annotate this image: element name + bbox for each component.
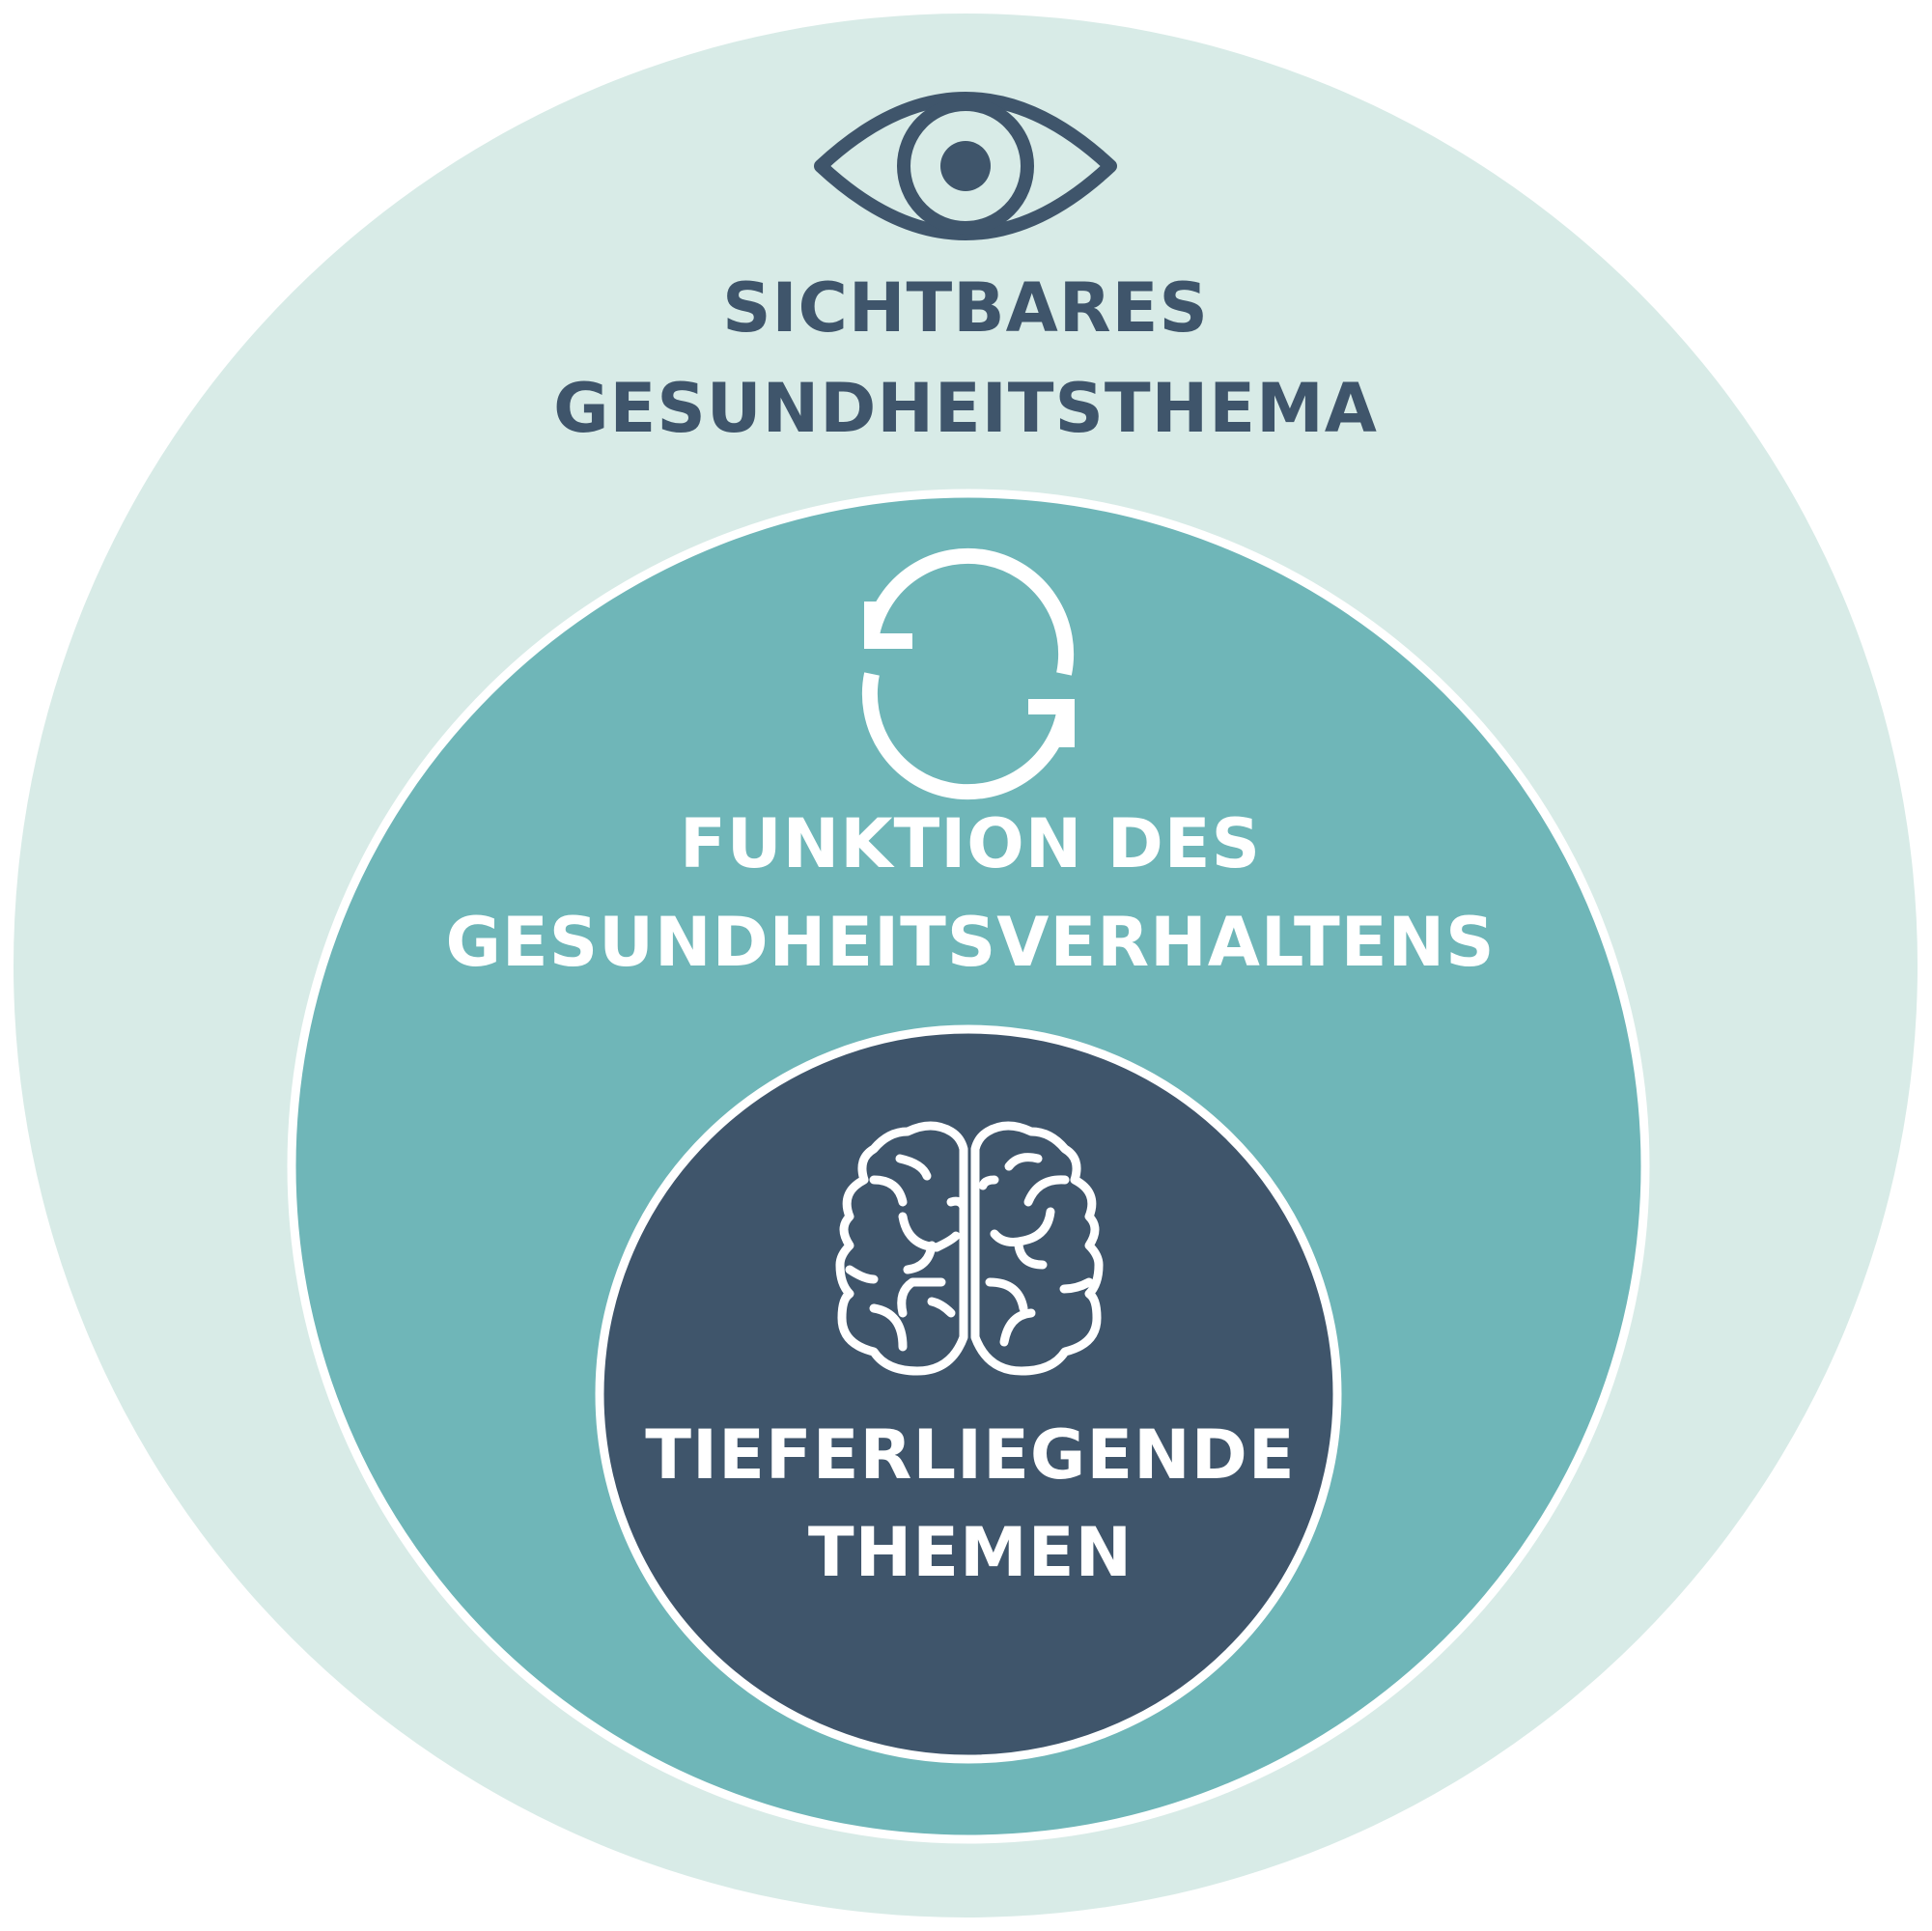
inner-layer: TIEFERLIEGENDE THEMEN — [595, 1024, 1342, 1764]
inner-label-line1: TIEFERLIEGENDE — [645, 1415, 1295, 1495]
eye-pupil — [940, 141, 991, 191]
inner-label-line2: THEMEN — [808, 1513, 1133, 1592]
inner-circle — [595, 1024, 1342, 1764]
refresh-cycle-icon — [861, 547, 1075, 800]
brain-icon — [835, 1121, 1104, 1376]
middle-label-line1: FUNKTION DES — [680, 804, 1261, 883]
outer-label-line2: GESUNDHEITSTHEMA — [553, 369, 1378, 448]
middle-label-line2: GESUNDHEITSVERHALTENS — [445, 903, 1495, 982]
eye-icon — [814, 92, 1117, 240]
outer-label-line1: SICHTBARES — [722, 268, 1209, 348]
